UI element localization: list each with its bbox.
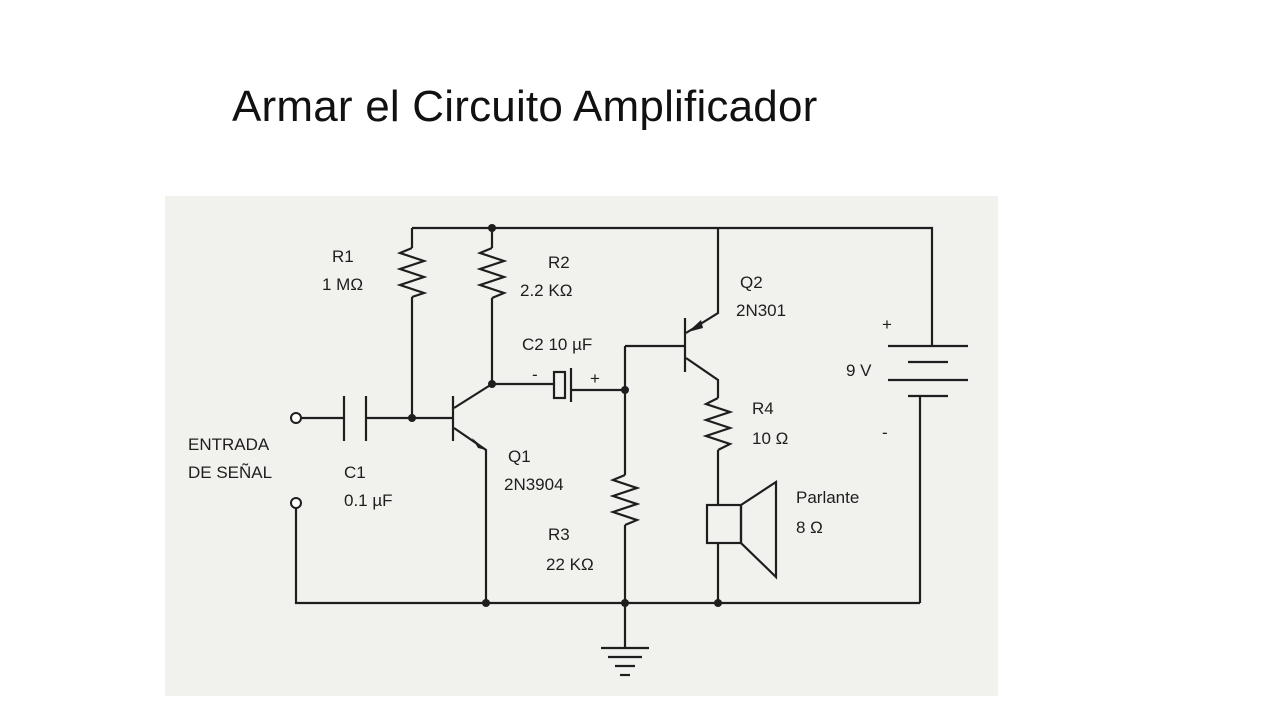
q1-emitter-arrow bbox=[472, 438, 486, 450]
junction-dot-base bbox=[408, 414, 416, 422]
c2-capacitor-body bbox=[552, 370, 567, 400]
c2-plus-label: + bbox=[590, 369, 600, 388]
q2-emitter bbox=[685, 228, 720, 334]
r3-value-label: 22 KΩ bbox=[546, 555, 594, 574]
battery-value-label: 9 V bbox=[846, 361, 872, 380]
q1-emitter bbox=[453, 427, 488, 603]
q1-part-label: 2N3904 bbox=[504, 475, 564, 494]
c1-value-label: 0.1 µF bbox=[344, 491, 393, 510]
junction-dot-collector bbox=[488, 380, 496, 388]
junction-dot-ground-q1 bbox=[482, 599, 490, 607]
speaker-name-label: Parlante bbox=[796, 488, 859, 507]
input-label-line2: DE SEÑAL bbox=[188, 463, 272, 482]
speaker-value-label: 8 Ω bbox=[796, 518, 823, 537]
r2-resistor bbox=[476, 246, 508, 300]
input-label-line1: ENTRADA bbox=[188, 435, 270, 454]
input-ground-wire bbox=[294, 508, 920, 605]
junction-dot-top bbox=[488, 224, 496, 232]
junction-dot-ground bbox=[621, 599, 629, 607]
scanned-schematic-background bbox=[165, 196, 998, 696]
input-terminal-bottom bbox=[290, 497, 302, 509]
speaker-cone bbox=[739, 479, 778, 580]
c1-name-label: C1 bbox=[344, 463, 366, 482]
input-terminal-top bbox=[290, 412, 302, 424]
c2-minus-label: - bbox=[532, 365, 538, 384]
r4-resistor bbox=[702, 397, 734, 451]
r3-name-label: R3 bbox=[548, 525, 570, 544]
r3-resistor bbox=[609, 473, 641, 527]
junction-dot-ground-speaker bbox=[714, 599, 722, 607]
speaker-coil bbox=[705, 503, 743, 545]
r1-value-label: 1 MΩ bbox=[322, 275, 363, 294]
c2-label: C2 10 µF bbox=[522, 335, 592, 354]
q1-name-label: Q1 bbox=[508, 447, 531, 466]
slide-title: Armar el Circuito Amplificador bbox=[232, 82, 818, 131]
r4-name-label: R4 bbox=[752, 399, 774, 418]
q2-part-label: 2N301 bbox=[736, 301, 786, 320]
q1-collector bbox=[453, 383, 493, 409]
r2-name-label: R2 bbox=[548, 253, 570, 272]
r1-name-label: R1 bbox=[332, 247, 354, 266]
r2-value-label: 2.2 KΩ bbox=[520, 281, 572, 300]
r1-resistor bbox=[396, 246, 428, 299]
r4-value-label: 10 Ω bbox=[752, 429, 788, 448]
battery-plus-label: + bbox=[882, 315, 892, 334]
q2-emitter-arrow bbox=[688, 320, 703, 332]
top-rail-wire bbox=[412, 226, 934, 346]
q2-collector bbox=[685, 357, 720, 398]
q2-name-label: Q2 bbox=[740, 273, 763, 292]
battery-minus-label: - bbox=[882, 423, 888, 442]
junction-dot-c2 bbox=[621, 386, 629, 394]
